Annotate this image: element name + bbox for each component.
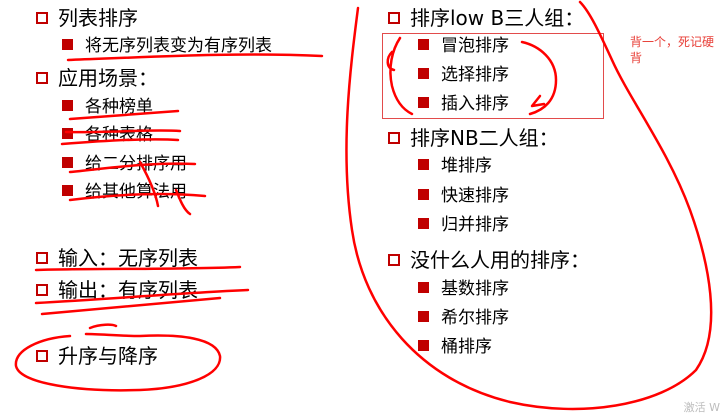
filled-square-bullet-icon bbox=[418, 188, 429, 200]
heading-low-b-group: 排序low B三人组： bbox=[388, 8, 584, 28]
subitem-heap-sort: 堆排序 bbox=[418, 158, 492, 175]
filled-square-bullet-icon bbox=[418, 38, 429, 50]
subitem-text: 希尔排序 bbox=[441, 308, 509, 328]
hollow-square-bullet-icon bbox=[36, 71, 48, 84]
heading-text: 排序low B三人组： bbox=[410, 6, 585, 30]
heading-text: 排序NB二人组： bbox=[410, 126, 559, 150]
subitem-text: 选择排序 bbox=[441, 65, 509, 85]
subitem-quick-sort: 快速排序 bbox=[418, 188, 509, 205]
filled-square-bullet-icon bbox=[418, 339, 429, 351]
hollow-square-bullet-icon bbox=[36, 251, 48, 264]
activation-watermark: 激活 W bbox=[683, 401, 720, 414]
subitem-text: 各种表格 bbox=[85, 125, 153, 145]
filled-square-bullet-icon bbox=[418, 217, 429, 229]
subitem-text: 冒泡排序 bbox=[441, 36, 509, 56]
subitem-text: 各种榜单 bbox=[85, 97, 153, 117]
heading-text: 应用场景： bbox=[58, 66, 158, 90]
filled-square-bullet-icon bbox=[418, 158, 429, 170]
subitem-text: 给其他算法用 bbox=[85, 182, 187, 202]
heading-list-sorting: 列表排序 bbox=[36, 8, 138, 28]
subitem-rankings: 各种榜单 bbox=[62, 99, 153, 116]
subitem-insertion-sort: 插入排序 bbox=[418, 96, 509, 113]
filled-square-bullet-icon bbox=[62, 38, 73, 50]
subitem-text: 给二分排序用 bbox=[85, 154, 187, 174]
subitem-merge-sort: 归并排序 bbox=[418, 217, 509, 234]
subitem-bubble-sort: 冒泡排序 bbox=[418, 38, 509, 55]
heading-text: 没什么人用的排序： bbox=[410, 248, 590, 272]
hollow-square-bullet-icon bbox=[36, 349, 48, 362]
filled-square-bullet-icon bbox=[62, 156, 73, 168]
subitem-radix-sort: 基数排序 bbox=[418, 281, 509, 298]
filled-square-bullet-icon bbox=[62, 127, 73, 139]
hollow-square-bullet-icon bbox=[388, 131, 400, 144]
subitem-text: 归并排序 bbox=[441, 215, 509, 235]
heading-text: 列表排序 bbox=[58, 6, 138, 30]
subitem-text: 桶排序 bbox=[441, 337, 492, 357]
subitem-text: 基数排序 bbox=[441, 279, 509, 299]
subitem-text: 插入排序 bbox=[441, 94, 509, 114]
heading-application-scenarios: 应用场景： bbox=[36, 68, 158, 88]
filled-square-bullet-icon bbox=[418, 96, 429, 108]
hollow-square-bullet-icon bbox=[36, 283, 48, 296]
filled-square-bullet-icon bbox=[418, 310, 429, 322]
hollow-square-bullet-icon bbox=[36, 11, 48, 24]
heading-rarely-used: 没什么人用的排序： bbox=[388, 250, 590, 270]
filled-square-bullet-icon bbox=[418, 67, 429, 79]
subitem-text: 快速排序 bbox=[441, 186, 509, 206]
subitem-text: 堆排序 bbox=[441, 156, 492, 176]
heading-text: 输出：有序列表 bbox=[58, 278, 198, 302]
heading-ascending-descending: 升序与降序 bbox=[36, 346, 158, 366]
memorize-annotation: 背一个，死记硬背 bbox=[630, 35, 715, 65]
subitem-sorting-description: 将无序列表变为有序列表 bbox=[62, 38, 272, 55]
subitem-text: 将无序列表变为有序列表 bbox=[85, 36, 272, 56]
filled-square-bullet-icon bbox=[418, 281, 429, 293]
heading-output: 输出：有序列表 bbox=[36, 280, 198, 300]
subitem-binary-search: 给二分排序用 bbox=[62, 156, 187, 173]
subitem-shell-sort: 希尔排序 bbox=[418, 310, 509, 327]
heading-text: 输入：无序列表 bbox=[58, 246, 198, 270]
subitem-selection-sort: 选择排序 bbox=[418, 67, 509, 84]
heading-nb-group: 排序NB二人组： bbox=[388, 128, 559, 148]
subitem-tables: 各种表格 bbox=[62, 127, 153, 144]
subitem-other-algorithms: 给其他算法用 bbox=[62, 184, 187, 201]
filled-square-bullet-icon bbox=[62, 184, 73, 196]
heading-text: 升序与降序 bbox=[58, 344, 158, 368]
filled-square-bullet-icon bbox=[62, 99, 73, 111]
heading-input: 输入：无序列表 bbox=[36, 248, 198, 268]
hollow-square-bullet-icon bbox=[388, 11, 400, 24]
subitem-bucket-sort: 桶排序 bbox=[418, 339, 492, 356]
hollow-square-bullet-icon bbox=[388, 253, 400, 266]
